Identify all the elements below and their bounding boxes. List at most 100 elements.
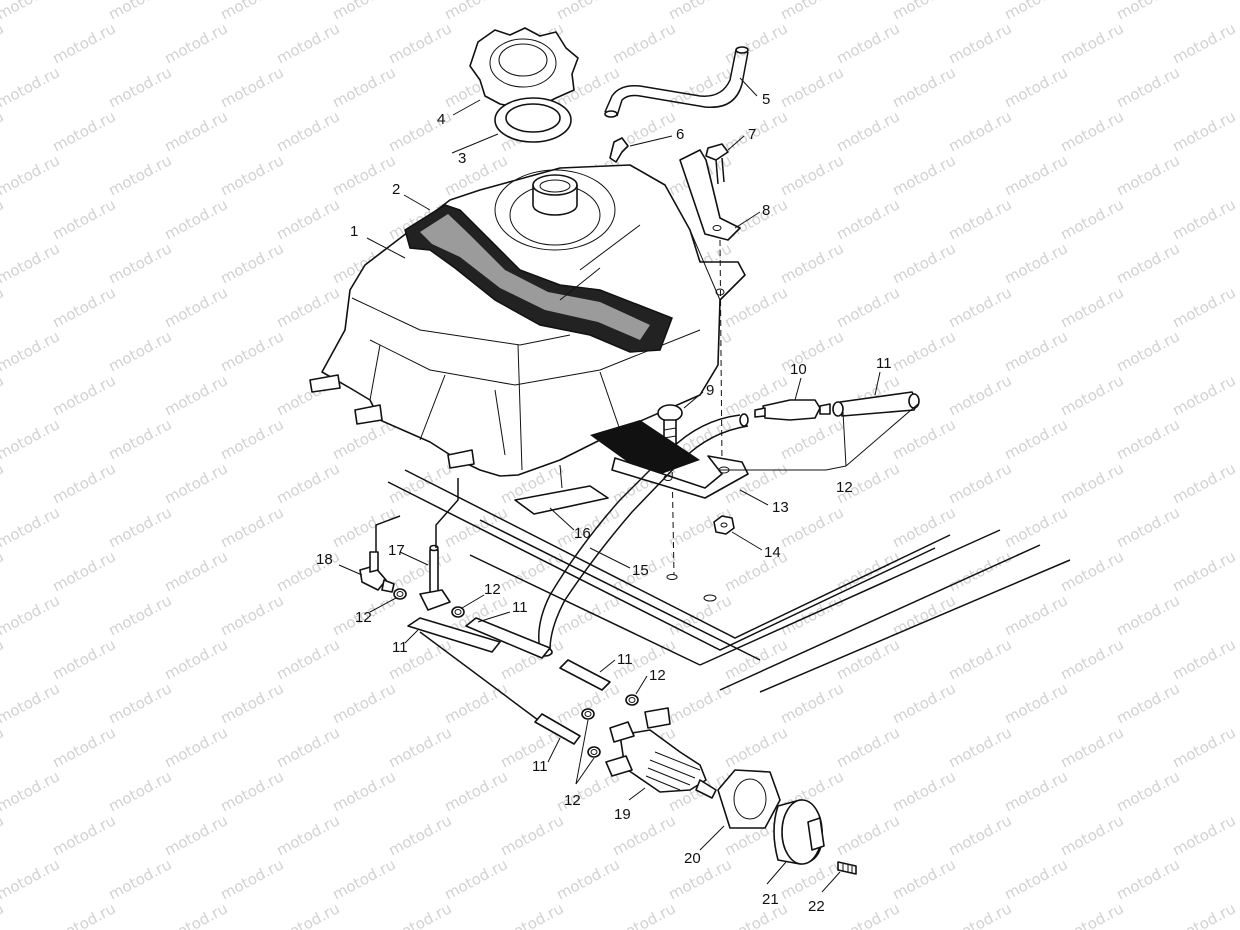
- callout-7: 7: [748, 126, 756, 143]
- watermark-text: motod.ru: [217, 415, 286, 463]
- watermark-text: motod.ru: [441, 503, 510, 551]
- lower-bracket: [590, 420, 749, 499]
- watermark-text: motod.ru: [105, 0, 174, 24]
- watermark-text: motod.ru: [105, 415, 174, 463]
- watermark-text: motod.ru: [1057, 811, 1126, 859]
- watermark-text: motod.ru: [385, 811, 454, 859]
- watermark-text: motod.ru: [609, 19, 678, 67]
- watermark-text: motod.ru: [1169, 547, 1238, 595]
- valve-retaining-nut: [717, 769, 781, 829]
- watermark-text: motod.ru: [721, 723, 790, 771]
- watermark-text: motod.ru: [385, 899, 454, 930]
- watermark-text: motod.ru: [553, 591, 622, 639]
- watermark-text: motod.ru: [1057, 107, 1126, 155]
- callout-12a: 12: [836, 479, 853, 496]
- callout-11b: 11: [392, 639, 408, 656]
- callout-15: 15: [632, 562, 649, 579]
- fuel-valve: [605, 707, 717, 799]
- fuel-hose-short-upper: [832, 391, 920, 417]
- watermark-text: motod.ru: [1169, 371, 1238, 419]
- callout-4: 4: [437, 111, 445, 128]
- callout-14: 14: [764, 544, 781, 561]
- watermark-text: motod.ru: [1169, 459, 1238, 507]
- watermark-text: motod.ru: [1169, 19, 1238, 67]
- watermark-text: motod.ru: [329, 0, 398, 24]
- watermark-text: motod.ru: [777, 151, 846, 199]
- callout-12b: 12: [355, 609, 372, 626]
- callout-11d: 11: [617, 651, 633, 668]
- watermark-text: motod.ru: [49, 195, 118, 243]
- watermark-text: motod.ru: [1001, 503, 1070, 551]
- callout-10: 10: [790, 361, 807, 378]
- callout-5: 5: [762, 91, 770, 108]
- watermark-text: motod.ru: [889, 415, 958, 463]
- watermark-text: motod.ru: [1057, 195, 1126, 243]
- watermark-text: motod.ru: [105, 327, 174, 375]
- watermark-text: motod.ru: [0, 107, 7, 155]
- watermark-text: motod.ru: [777, 63, 846, 111]
- watermark-text: motod.ru: [0, 239, 63, 287]
- watermark-text: motod.ru: [553, 855, 622, 903]
- callout-21: 21: [762, 891, 779, 908]
- watermark-text: motod.ru: [161, 899, 230, 930]
- watermark-text: motod.ru: [49, 899, 118, 930]
- watermark-text: motod.ru: [833, 723, 902, 771]
- watermark-text: motod.ru: [105, 63, 174, 111]
- watermark-text: motod.ru: [497, 811, 566, 859]
- watermark-text: motod.ru: [889, 239, 958, 287]
- watermark-text: motod.ru: [161, 19, 230, 67]
- watermark-text: motod.ru: [0, 855, 63, 903]
- watermark-text: motod.ru: [217, 767, 286, 815]
- watermark-text: motod.ru: [1057, 723, 1126, 771]
- watermark-text: motod.ru: [889, 679, 958, 727]
- watermark-text: motod.ru: [1001, 855, 1070, 903]
- watermark-text: motod.ru: [1113, 239, 1182, 287]
- watermark-text: motod.ru: [217, 63, 286, 111]
- watermark-text: motod.ru: [777, 679, 846, 727]
- callout-11a: 11: [876, 355, 892, 372]
- watermark-text: motod.ru: [273, 283, 342, 331]
- watermark-text: motod.ru: [1113, 503, 1182, 551]
- watermark-text: motod.ru: [49, 811, 118, 859]
- watermark-text: motod.ru: [777, 327, 846, 375]
- watermark-text: motod.ru: [1001, 239, 1070, 287]
- watermark-text: motod.ru: [49, 635, 118, 683]
- watermark-text: motod.ru: [1169, 811, 1238, 859]
- callout-18: 18: [316, 551, 333, 568]
- watermark-text: motod.ru: [0, 19, 7, 67]
- watermark-text: motod.ru: [945, 635, 1014, 683]
- watermark-text: motod.ru: [0, 415, 63, 463]
- lock-nut: [713, 515, 735, 535]
- watermark-text: motod.ru: [49, 19, 118, 67]
- watermark-text: motod.ru: [721, 19, 790, 67]
- callout-12d: 12: [649, 667, 666, 684]
- callout-1: 1: [350, 223, 358, 240]
- callout-16: 16: [574, 525, 591, 542]
- watermark-text: motod.ru: [889, 0, 958, 24]
- watermark-text: motod.ru: [1057, 19, 1126, 67]
- watermark-text: motod.ru: [1001, 327, 1070, 375]
- watermark-text: motod.ru: [0, 63, 63, 111]
- watermark-text: motod.ru: [945, 899, 1014, 930]
- watermark-text: motod.ru: [833, 811, 902, 859]
- watermark-text: motod.ru: [1057, 899, 1126, 930]
- watermark-text: motod.ru: [329, 679, 398, 727]
- watermark-text: motod.ru: [1113, 855, 1182, 903]
- watermark-text: motod.ru: [105, 151, 174, 199]
- watermark-text: motod.ru: [161, 195, 230, 243]
- watermark-text: motod.ru: [889, 503, 958, 551]
- vent-hose: [604, 46, 749, 118]
- watermark-text: motod.ru: [945, 195, 1014, 243]
- callout-20: 20: [684, 850, 701, 867]
- hose-clamps: [393, 588, 639, 758]
- watermark-text: motod.ru: [273, 19, 342, 67]
- watermark-text: motod.ru: [945, 723, 1014, 771]
- watermark-text: motod.ru: [1113, 767, 1182, 815]
- watermark-text: motod.ru: [105, 591, 174, 639]
- callout-12c: 12: [484, 581, 501, 598]
- callout-labels: 1 2 3 4 5 6 7 8 9 10 11 11 11 11 11 12 1…: [316, 91, 892, 915]
- watermark-text: motod.ru: [329, 767, 398, 815]
- watermark-text: motod.ru: [945, 459, 1014, 507]
- cap-gasket: [494, 97, 572, 143]
